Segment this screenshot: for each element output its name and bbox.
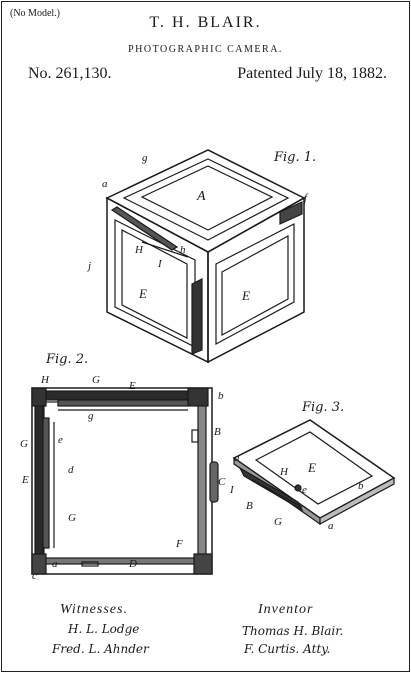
fig1-slot-top [110, 206, 179, 251]
patented-date: Patented July 18, 1882. [237, 65, 387, 82]
fig2-ref-c: c [32, 570, 37, 582]
fig3-ref-b: b [358, 480, 364, 492]
fig3-ref-I: I [230, 484, 234, 496]
fig1-top-glass [140, 165, 274, 231]
fig2-right-strip [197, 401, 207, 563]
fig2-ref-G-mid: G [68, 512, 76, 524]
fig1-ref-g: g [142, 152, 148, 164]
fig3-ref-G: G [274, 516, 282, 528]
inventor-label: Inventor [258, 602, 314, 617]
inventor-name-heading: T. H. BLAIR. [149, 14, 262, 31]
fig2-ref-E-top: E [129, 380, 136, 392]
fig1-ref-E-right: E [242, 288, 250, 303]
fig2-side-knob [209, 461, 219, 503]
fig1-top-inner-frame [122, 158, 290, 241]
fig1-ref-I: I [158, 258, 162, 270]
fig2-left-plate-2 [42, 417, 50, 549]
invention-title: PHOTOGRAPHIC CAMERA. [128, 44, 283, 55]
fig3-ref-a: a [234, 452, 240, 464]
model-note: (No Model.) [10, 8, 60, 19]
fig2-ref-a: a [52, 558, 58, 570]
fig2-corner-tr [187, 387, 209, 407]
fig2-ref-B: B [214, 426, 221, 438]
fig2-bottom-block [81, 561, 99, 567]
witness2-signature: Fred. L. Ahnder [52, 642, 149, 656]
witness1-signature: H. L. Lodge [68, 622, 140, 636]
fig2-cross-section [31, 387, 219, 575]
fig1-ref-E-left: E [139, 286, 147, 301]
fig2-bottom-strip [43, 557, 201, 565]
fig2-ref-e: e [58, 434, 63, 446]
attorney-signature: F. Curtis. Atty. [244, 642, 331, 656]
fig1-shutter-line [141, 241, 189, 258]
fig2-corner-br [193, 553, 213, 575]
fig1-ref-f: f [304, 192, 308, 204]
fig2-outer-box [31, 387, 213, 575]
fig1-slot-front [191, 278, 203, 355]
fig3-ref-a2: a [328, 520, 334, 532]
patent-number: No. 261,130. [28, 65, 112, 82]
witnesses-label: Witnesses. [60, 602, 128, 617]
fig2-top-plate-2 [57, 399, 189, 407]
fig2-ref-G-left: G [20, 438, 28, 450]
fig1-cube-camera [105, 149, 306, 364]
fig2-ref-D: D [129, 558, 137, 570]
fig2-top-plate [45, 390, 195, 401]
fig2-ref-H: H [41, 374, 49, 386]
fig1-ref-a: a [102, 178, 108, 190]
fig3-plate-holder [232, 419, 396, 526]
fig1-label: Fig. 1. [274, 150, 317, 165]
fig2-ref-d: d [68, 464, 74, 476]
fig2-ref-G-top: G [92, 374, 100, 386]
fig2-corner-tl [31, 387, 47, 407]
fig1-right-glass [221, 234, 289, 337]
fig2-ref-E-left: E [22, 474, 29, 486]
fig1-ref-H: H [135, 244, 143, 256]
fig2-ref-b: b [218, 390, 224, 402]
fig3-ref-e: e [302, 484, 307, 496]
fig2-label: Fig. 2. [46, 352, 89, 367]
fig1-right-frame [215, 223, 295, 346]
fig3-tray-front [319, 476, 395, 526]
fig3-ref-E: E [308, 460, 316, 475]
fig1-slot-right [279, 201, 303, 225]
fig3-ref-H: H [280, 466, 288, 478]
fig2-left-plate [34, 405, 44, 555]
fig2-ref-g: g [88, 410, 94, 422]
fig1-ref-j: j [88, 260, 92, 272]
fig1-right-face [207, 196, 305, 364]
fig1-ref-A: A [197, 189, 206, 204]
fig2-corner-bl [31, 553, 47, 575]
inventor-signature: Thomas H. Blair. [242, 624, 344, 638]
fig3-knob [294, 484, 302, 492]
fig3-ref-B: B [246, 500, 253, 512]
fig3-label: Fig. 3. [302, 400, 345, 415]
fig2-ref-F: F [176, 538, 183, 550]
fig3-slide [238, 466, 304, 512]
fig3-slide-line [251, 479, 303, 508]
fig2-ref-C: C [218, 476, 226, 488]
fig2-small-block [191, 429, 199, 443]
fig1-ref-h: h [180, 244, 186, 256]
fig1-left-glass [121, 229, 188, 339]
